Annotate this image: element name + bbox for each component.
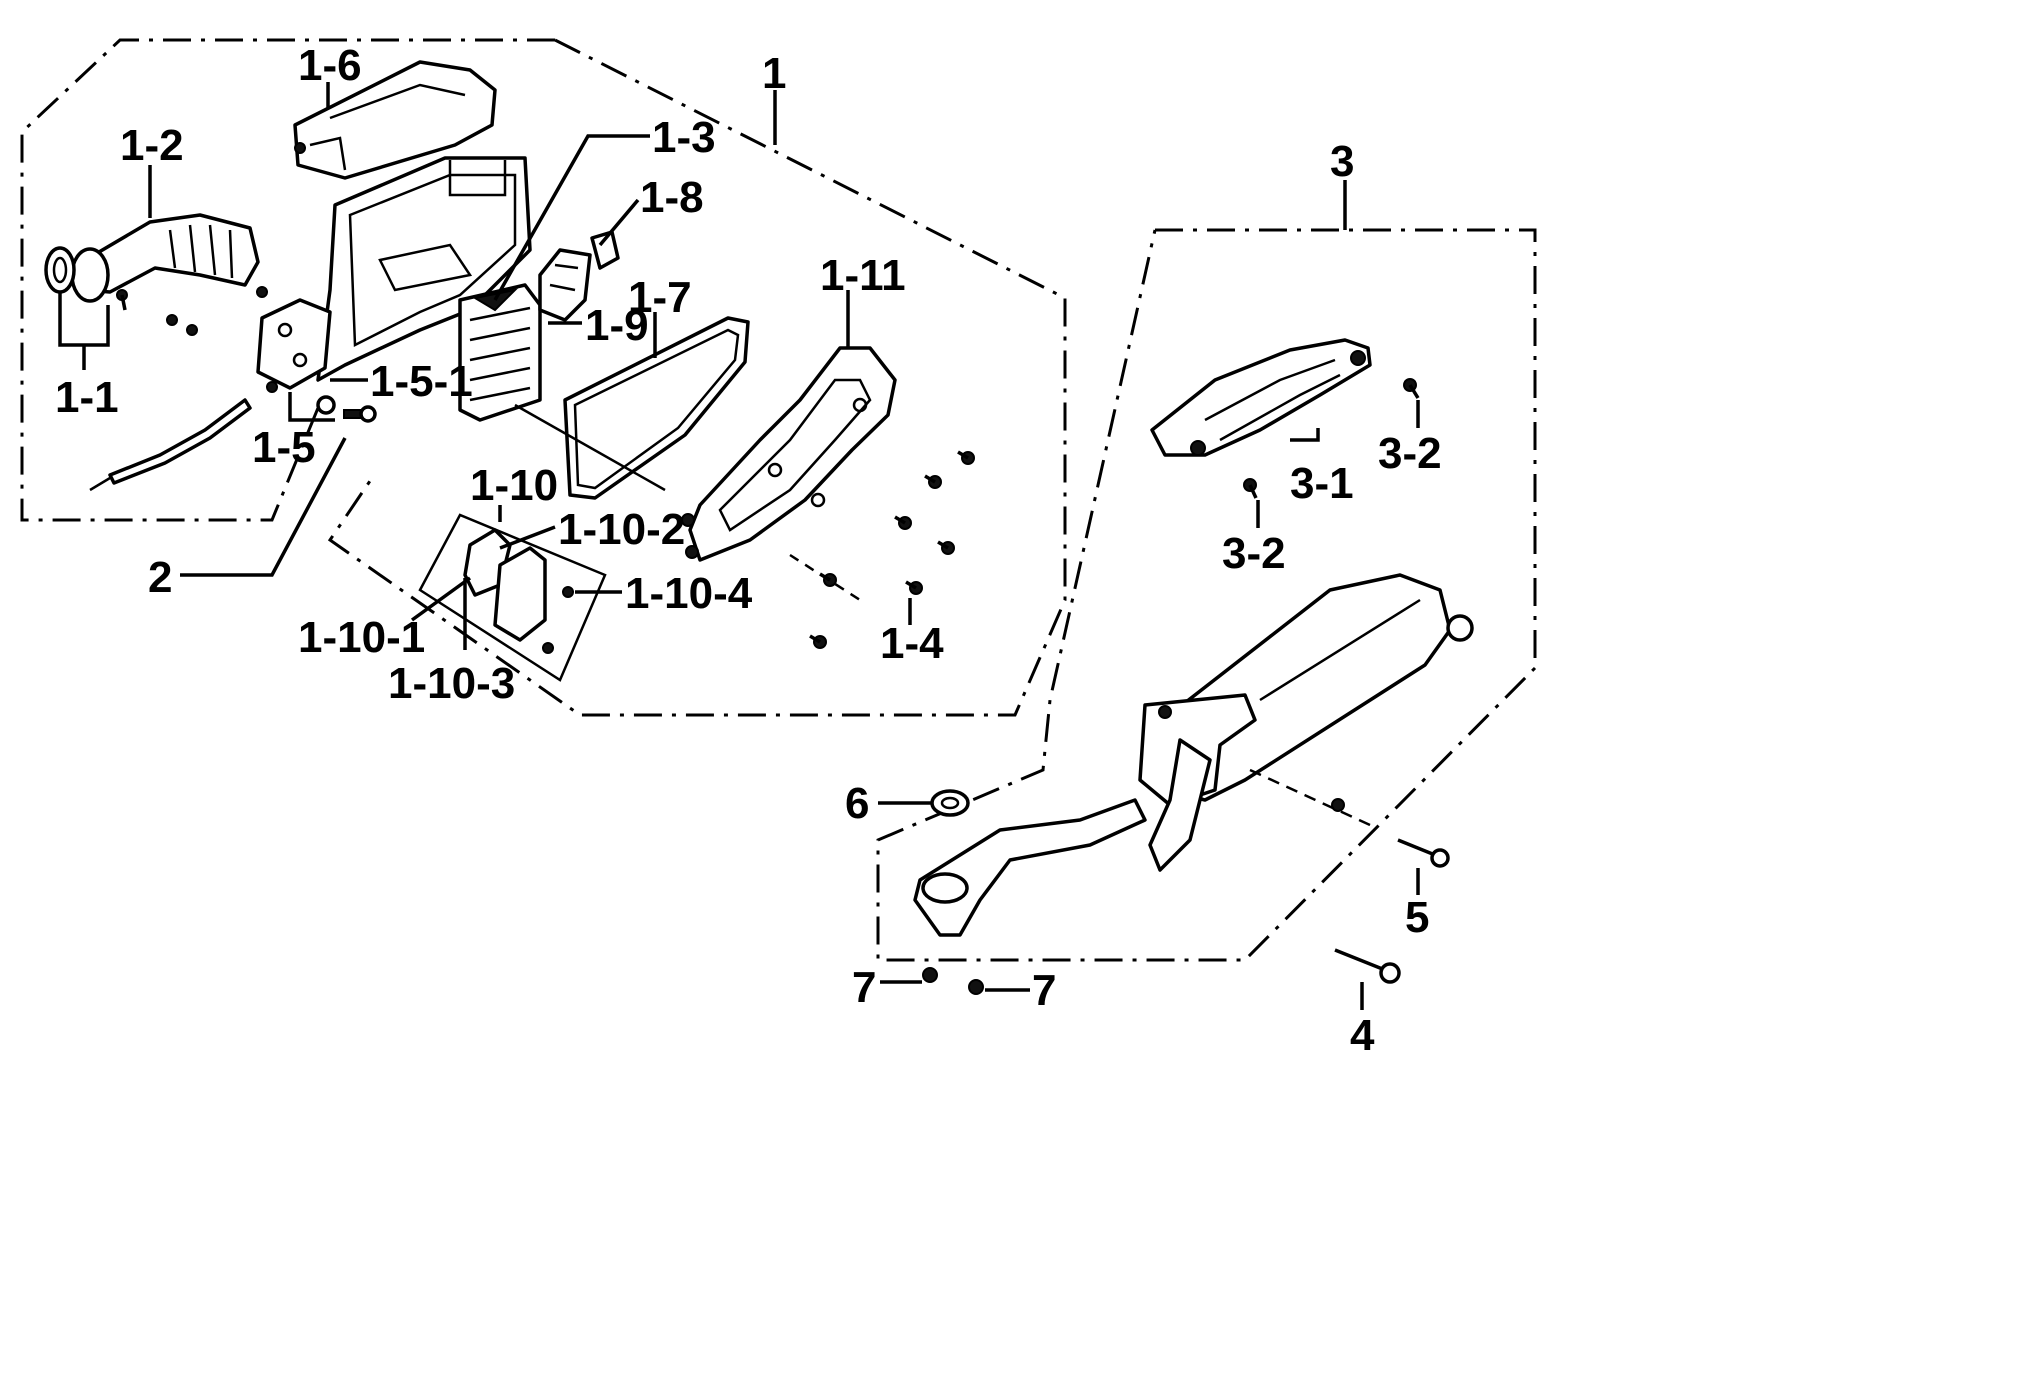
part-1-2-intake-tube (70, 213, 260, 303)
part-3-2-bolts (1243, 378, 1420, 499)
label-7-left: 7 (852, 963, 876, 1012)
part-1-10-breather (463, 528, 574, 654)
label-1-8: 1-8 (640, 173, 704, 222)
label-5: 5 (1405, 893, 1429, 942)
label-3-2-lower: 3-2 (1222, 529, 1286, 578)
leader-lines-group-1 (58, 82, 912, 650)
label-1-10: 1-10 (470, 461, 558, 510)
label-2: 2 (148, 553, 172, 602)
label-1-6: 1-6 (298, 41, 362, 90)
label-3-2-upper: 3-2 (1378, 429, 1442, 478)
label-1-2: 1-2 (120, 121, 184, 170)
label-1-10-4: 1-10-4 (625, 569, 753, 618)
label-1-9: 1-9 (585, 301, 649, 350)
part-3-muffler (913, 573, 1474, 937)
part-1-5-bracket (256, 298, 332, 390)
part-1-3-filter-element (458, 283, 542, 422)
part-1-6-air-duct (293, 60, 497, 180)
label-7-right: 7 (1032, 966, 1056, 1015)
part-1-8-gasket (590, 230, 620, 270)
group-1-boundary-right (327, 38, 1067, 717)
part-3-1-heat-shield (1150, 338, 1372, 457)
label-1-11: 1-11 (820, 251, 906, 300)
part-7-nuts (922, 967, 984, 995)
part-1-7-seal (563, 316, 750, 500)
label-4: 4 (1350, 1011, 1375, 1060)
group-1-10-box (418, 513, 607, 682)
part-1-11-cover (681, 346, 897, 562)
label-1-7: 1-7 (628, 273, 692, 322)
label-1-4: 1-4 (880, 619, 944, 668)
part-air-box-case (316, 156, 532, 382)
part-1-1-clamp (44, 246, 76, 294)
label-1: 1 (762, 49, 786, 98)
part-5-bolt (1397, 838, 1450, 868)
part-6-gasket (930, 789, 970, 817)
label-3: 3 (1330, 137, 1354, 186)
label-3-1: 3-1 (1290, 459, 1354, 508)
label-1-10-3: 1-10-3 (388, 659, 515, 708)
label-1-3: 1-3 (652, 113, 716, 162)
part-1-9-connector (538, 248, 592, 322)
part-2-plug (316, 395, 377, 423)
small-fasteners-left (116, 286, 268, 336)
label-1-10-1: 1-10-1 (298, 613, 425, 662)
group-3-boundary (876, 228, 1537, 962)
label-6: 6 (845, 779, 869, 828)
label-1-5: 1-5 (252, 423, 316, 472)
part-1-4-screws (809, 450, 975, 649)
label-1-5-1: 1-5-1 (370, 357, 473, 406)
part-4-bolt (1334, 948, 1401, 984)
leader-lines-group-3 (878, 180, 1420, 1010)
label-1-1: 1-1 (55, 373, 119, 422)
part-drain-hose (89, 381, 278, 492)
label-1-10-2: 1-10-2 (558, 505, 685, 554)
